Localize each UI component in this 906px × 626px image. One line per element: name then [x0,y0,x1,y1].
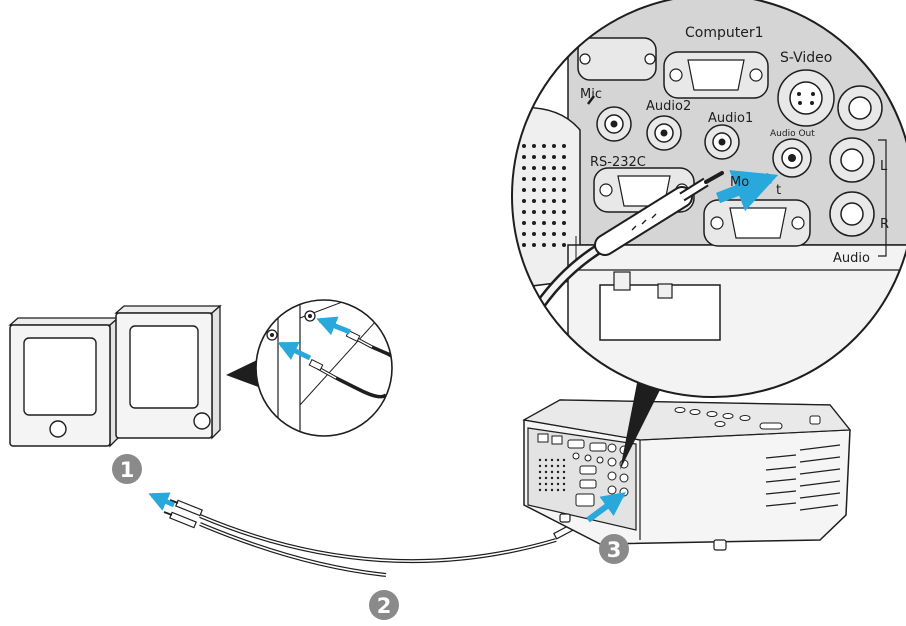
label-rs232c: RS-232C [590,155,646,170]
port-zoom-inset: Computer1 S-Video Mic Audio2 Audio1 Audi… [511,0,906,398]
audio-out-port-icon [772,138,812,178]
step-badge-3: 3 [599,534,629,564]
audio-cable [163,499,584,577]
step-badge-1: 1 [112,454,142,484]
inset-pointer [226,360,261,388]
svg-text:2: 2 [377,594,392,618]
insert-arrow-icon [586,492,626,523]
label-svideo: S-Video [780,50,832,66]
label-mic: Mic [580,87,602,102]
label-r: R [880,217,889,232]
label-monitor-out-tail: t [776,183,781,198]
label-monitor-out: Mo [730,175,749,190]
speaker-jack-icon [266,329,278,341]
insert-arrow-icon [277,341,312,361]
rca-port-icon [837,85,883,131]
computer1-port-icon [663,51,769,99]
svideo-port-icon [777,69,835,127]
mic-port-icon [596,106,632,142]
audio-r-port-icon [829,191,875,237]
label-audio2: Audio2 [646,99,691,114]
audio2-port-icon [646,115,682,151]
audio1-port-icon [704,124,740,160]
label-computer1: Computer1 [685,25,764,41]
speaker-jack-inset [255,299,393,437]
audio-plug-icon [169,499,203,517]
svg-text:3: 3 [607,538,622,562]
svg-text:1: 1 [120,458,135,482]
mic-icon [587,95,595,105]
audio-plug-icon [534,171,724,311]
label-audio1: Audio1 [708,111,753,126]
speaker-jack-icon [304,310,316,322]
audio-plug-icon [163,511,197,529]
audio-plug-icon [308,359,388,399]
vga-port-icon [577,37,657,81]
zoom-pointer [620,378,660,470]
insert-arrow-icon [716,170,779,212]
step-badge-2: 2 [369,590,399,620]
speaker-right [114,304,222,440]
monitor-out-port-icon [703,199,811,247]
insert-arrow-icon [316,316,351,336]
label-audio: Audio [833,251,870,266]
audio-l-port-icon [829,137,875,183]
projector [522,399,852,551]
direction-arrow-icon [148,492,176,511]
label-l: L [880,159,888,174]
label-audio-out: Audio Out [770,129,815,139]
speaker-left [8,316,120,448]
